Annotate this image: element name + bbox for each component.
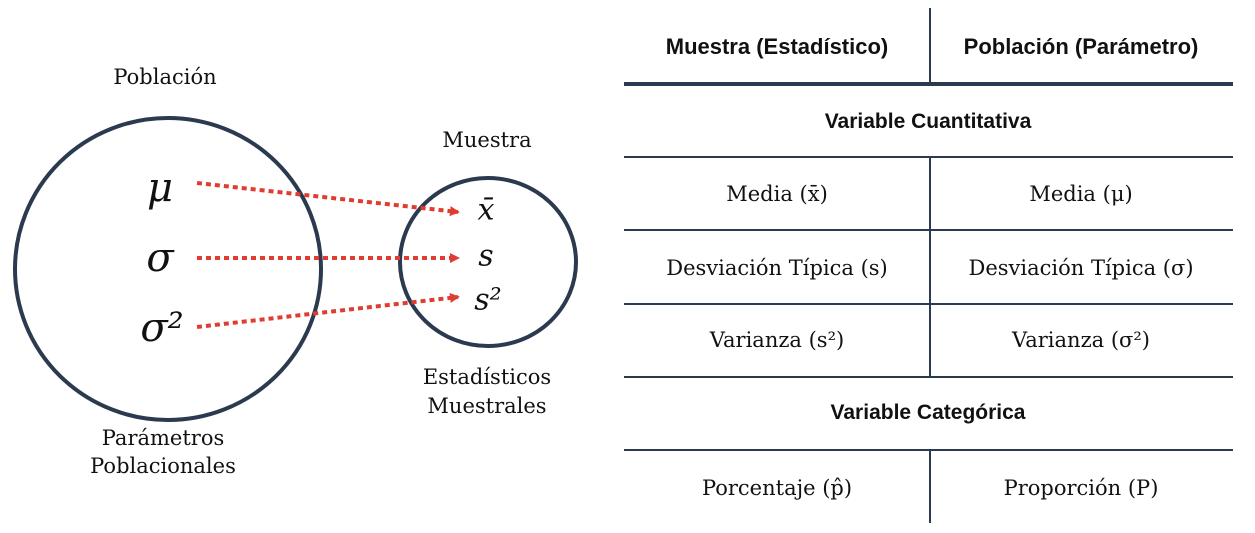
statistics-label-line1: Estadísticos <box>422 365 552 389</box>
arrow-variance <box>196 292 460 329</box>
sample-circle <box>398 176 578 348</box>
table-cell: Porcentaje (p̂) <box>701 476 853 500</box>
section-title-categorical: Variable Categórica <box>830 401 1026 424</box>
row-divider <box>624 156 1233 158</box>
column-divider <box>929 450 931 523</box>
sample-label: Muestra <box>442 128 532 152</box>
sigma-squared-symbol: σ² <box>140 305 184 351</box>
table-cell: Media (μ) <box>1029 182 1133 206</box>
mu-symbol: μ <box>147 165 173 211</box>
parameters-label-line1: Parámetros <box>101 426 225 450</box>
table-cell: Desviación Típica (s) <box>666 256 888 280</box>
table-cell: Proporción (P) <box>1003 476 1159 500</box>
sigma-symbol: σ <box>146 235 174 281</box>
statistics-label-line2: Muestrales <box>427 394 547 418</box>
row-divider <box>624 376 1233 378</box>
header-sample: Muestra (Estadístico) <box>665 34 889 59</box>
s-symbol: s <box>478 238 494 274</box>
arrow-mu-to-xbar <box>196 181 460 217</box>
table-cell: Varianza (σ²) <box>1012 328 1150 352</box>
row-divider <box>624 449 1233 451</box>
header-divider <box>624 82 1233 86</box>
row-divider <box>624 303 1233 305</box>
column-divider <box>929 157 931 377</box>
table-cell: Media (x̄) <box>726 182 828 206</box>
table-cell: Varianza (s²) <box>709 328 845 352</box>
population-circle <box>13 116 323 422</box>
parameters-label-line2: Poblacionales <box>90 454 236 478</box>
population-label: Población <box>113 65 217 89</box>
s-squared-symbol: s² <box>474 282 502 318</box>
column-divider <box>929 8 931 84</box>
section-title-quantitative: Variable Cuantitativa <box>824 110 1032 133</box>
row-divider <box>624 229 1233 231</box>
xbar-symbol: x̄ <box>477 192 495 228</box>
header-population: Población (Parámetro) <box>963 34 1199 59</box>
table-cell: Desviación Típica (σ) <box>968 256 1194 280</box>
